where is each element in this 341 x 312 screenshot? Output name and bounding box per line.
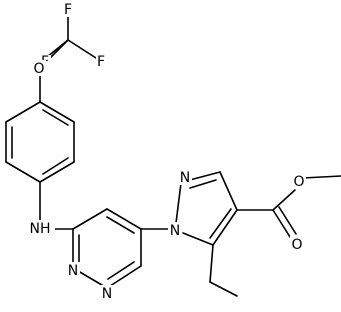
- atom-nh: NH: [30, 221, 51, 237]
- atom-n-pyrazole-lower: N: [170, 223, 180, 239]
- bond-pyrimidine-inner-2: [107, 261, 135, 280]
- bond-benzene-6: [5, 101, 41, 123]
- bond-cf3-f-right: [67, 39, 97, 59]
- bond-pyrazole-inner-n2-c3: [189, 179, 217, 189]
- atom-o-ether: O: [33, 61, 44, 77]
- bond-pyrazole-c3-c4: [219, 171, 238, 211]
- bond-pyrazole-inner-c4-c5: [209, 208, 232, 239]
- bond-ester-carbonyl-2: [278, 206, 297, 235]
- atom-f-top: F: [64, 2, 72, 18]
- atom-n-pyrazole-upper: N: [180, 170, 190, 186]
- bond-ester-o-methyl: [302, 175, 341, 179]
- bond-benzene-3: [39, 161, 75, 183]
- bond-pyrimidine-inner-1: [106, 216, 135, 234]
- bond-pyrimidine-2: [106, 208, 142, 230]
- bond-pyrimidine-1: [72, 208, 108, 230]
- bond-ethyl-2: [209, 281, 238, 297]
- bond-benzene-4: [5, 161, 41, 183]
- bond-pyrazole-c5-n1: [182, 232, 214, 246]
- atom-n-pyrimidine-top: N: [68, 263, 78, 279]
- bond-ethyl-1: [209, 244, 214, 283]
- atom-f-right: F: [97, 54, 105, 70]
- bond-benzene-inner-1: [42, 109, 69, 126]
- bond-benzene-1: [39, 101, 75, 123]
- bond-ester-co: [272, 189, 296, 211]
- bond-layer: [5, 15, 341, 297]
- bond-pyrazole-c4-c5: [212, 209, 238, 246]
- atom-label-layer: F F F O NH N N N N O O: [27, 2, 306, 302]
- bond-pyrazole-n1-n2: [175, 182, 182, 224]
- bond-pyrimidine-4: [106, 265, 142, 289]
- atom-o-ester: O: [293, 174, 304, 190]
- bond-benzene-inner-2: [42, 157, 69, 175]
- atom-o-carbonyl: O: [291, 237, 302, 253]
- atom-n-pyrimidine-bottom: N: [102, 286, 112, 302]
- bond-ester-carbonyl-1: [272, 209, 291, 238]
